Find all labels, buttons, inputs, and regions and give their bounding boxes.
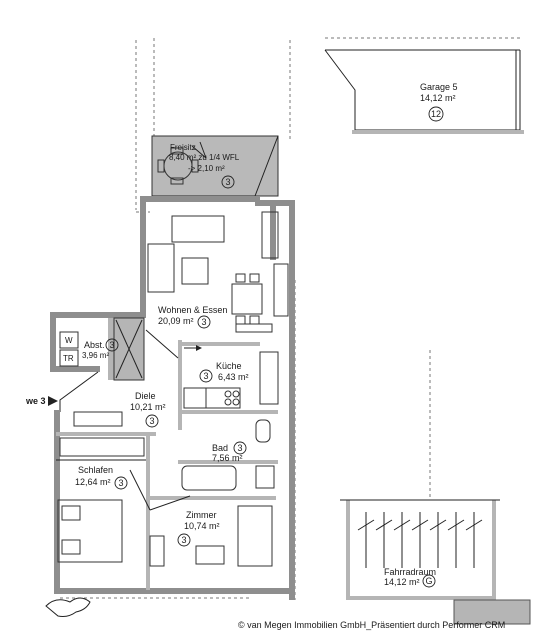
garage-room: [324, 49, 524, 134]
wohnen-unit-badge: [197, 315, 211, 329]
kueche-area: 6,43 m²: [218, 372, 249, 382]
abst-tr-label: TR: [63, 354, 74, 363]
wohnen-unit: 3: [201, 317, 206, 327]
fahrradraum-area: 14,12 m²: [384, 577, 420, 587]
schlafen-unit: 3: [118, 478, 123, 488]
freisitz-terrace: [151, 135, 279, 197]
entrance-label: we 3: [25, 396, 46, 406]
abst-unit-badge: [105, 338, 119, 352]
kueche-unit-badge: [199, 369, 213, 383]
bad-area: 7,56 m²: [212, 453, 243, 463]
schlafen-area: 12,64 m²: [75, 477, 111, 487]
copyright-text: © van Megen Immobilien GmbH_Präsentiert …: [238, 620, 505, 630]
fahrradraum-unit: G: [425, 576, 432, 586]
bicycle-rack: [357, 512, 483, 568]
abst-unit: 3: [109, 340, 114, 350]
zimmer-unit: 3: [181, 535, 186, 545]
interior-walls: [56, 317, 278, 590]
freisitz-area-net: -> 2,10 m²: [188, 164, 225, 173]
wohnen-name: Wohnen & Essen: [158, 305, 227, 315]
abst-w-label: W: [65, 336, 73, 345]
zimmer-unit-badge: [177, 533, 191, 547]
garage-name: Garage 5: [420, 82, 458, 92]
freisitz-unit-badge: [221, 175, 235, 189]
zimmer-area: 10,74 m²: [184, 521, 220, 531]
schlafen-unit-badge: [114, 476, 128, 490]
freisitz-unit: 3: [225, 177, 230, 187]
freisitz-area: 8,40 m² zu 1/4 WFL: [169, 153, 240, 162]
kueche-unit: 3: [203, 371, 208, 381]
bad-unit-badge: [233, 441, 247, 455]
diele-name: Diele: [135, 391, 156, 401]
abst-area: 3,96 m²: [82, 351, 109, 360]
schlafen-name: Schlafen: [78, 465, 113, 475]
diele-area: 10,21 m²: [130, 402, 166, 412]
abst-name: Abst.: [84, 340, 105, 350]
garage-unit: 12: [431, 109, 441, 119]
exterior-walls: [50, 196, 295, 600]
entrance-arrow-icon: [184, 345, 202, 351]
landscape-sketch: [45, 597, 91, 617]
entrance-pointer-icon: [48, 396, 58, 406]
zimmer-name: Zimmer: [186, 510, 217, 520]
garage-unit-badge: [428, 106, 444, 122]
fahrradraum-name: Fahrradraum: [384, 567, 436, 577]
diele-unit-badge: [145, 414, 159, 428]
bad-unit: 3: [237, 443, 242, 453]
fahrradraum-room: [340, 499, 531, 625]
kueche-name: Küche: [216, 361, 242, 371]
diele-unit: 3: [149, 416, 154, 426]
wohnen-area: 20,09 m²: [158, 316, 194, 326]
garage-area: 14,12 m²: [420, 93, 456, 103]
freisitz-name: Freisitz: [170, 143, 196, 152]
fahrradraum-unit-badge: [422, 574, 436, 588]
furniture: [57, 211, 289, 567]
bad-name: Bad: [212, 443, 228, 453]
